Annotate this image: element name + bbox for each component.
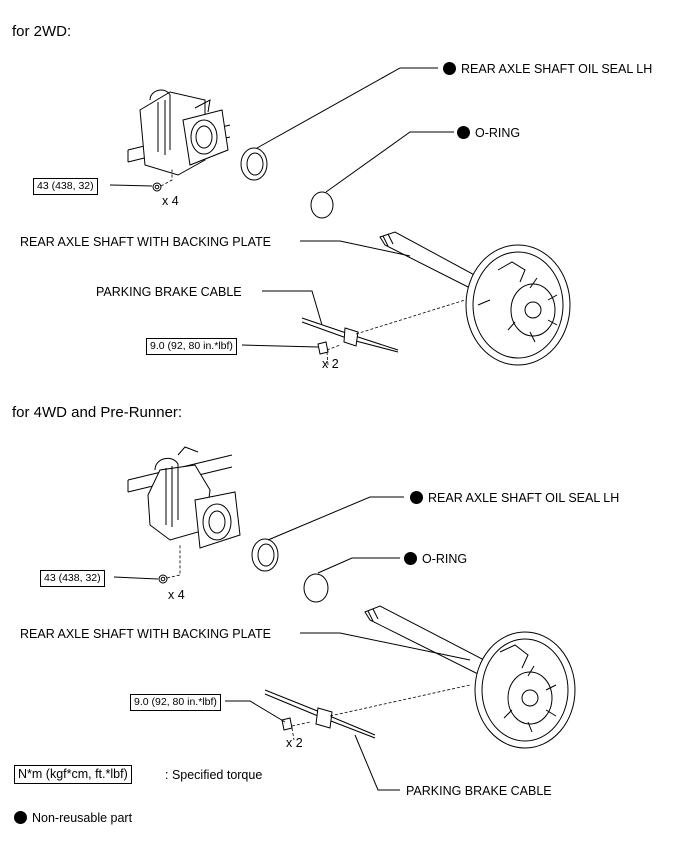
torque-box-housing-2wd: 43 (438, 32) bbox=[33, 178, 98, 195]
axle-housing-4wd bbox=[127, 446, 241, 549]
filled-circle-icon bbox=[14, 811, 27, 824]
filled-circle-icon bbox=[443, 62, 456, 75]
label-oil-seal-2wd: REAR AXLE SHAFT OIL SEAL LH bbox=[443, 62, 652, 76]
label-oring-2wd: O-RING bbox=[457, 126, 520, 140]
torque-box-cable-4wd: 9.0 (92, 80 in.*lbf) bbox=[130, 694, 221, 711]
label-parking-cable-4wd: PARKING BRAKE CABLE bbox=[406, 784, 552, 798]
qty-cable-2wd: x 2 bbox=[322, 357, 339, 371]
filled-circle-icon bbox=[404, 552, 417, 565]
filled-circle-icon bbox=[457, 126, 470, 139]
section-heading-2wd: for 2WD: bbox=[12, 23, 72, 40]
leader-oil-seal-4wd bbox=[267, 496, 404, 541]
leader-torque-housing-4wd bbox=[113, 576, 159, 580]
housing-nut-4wd bbox=[158, 545, 181, 584]
oil-seal-2wd bbox=[240, 147, 268, 181]
filled-circle-icon bbox=[410, 491, 423, 504]
leader-torque-cable-4wd bbox=[225, 700, 286, 723]
label-parking-cable-2wd: PARKING BRAKE CABLE bbox=[96, 285, 242, 299]
leader-cable-4wd bbox=[354, 734, 400, 791]
torque-box-cable-2wd: 9.0 (92, 80 in.*lbf) bbox=[146, 338, 237, 355]
leader-oring-2wd bbox=[325, 131, 454, 193]
leader-torque-cable-2wd bbox=[241, 344, 319, 348]
leader-cable-2wd bbox=[262, 290, 323, 326]
label-axle-shaft-4wd: REAR AXLE SHAFT WITH BACKING PLATE bbox=[20, 627, 271, 641]
leader-oring-4wd bbox=[317, 557, 400, 574]
leader-oil-seal-2wd bbox=[256, 67, 438, 149]
leader-axle-2wd bbox=[300, 240, 411, 257]
leader-torque-housing-2wd bbox=[109, 184, 153, 187]
parking-brake-cable-4wd bbox=[264, 684, 471, 741]
label-axle-shaft-2wd: REAR AXLE SHAFT WITH BACKING PLATE bbox=[20, 235, 271, 249]
axle-shaft-2wd bbox=[379, 231, 571, 366]
label-oring-4wd: O-RING bbox=[404, 552, 467, 566]
axle-housing-2wd bbox=[127, 89, 231, 176]
qty-housing-2wd: x 4 bbox=[162, 194, 179, 208]
legend-torque-unit-box: N*m (kgf*cm, ft.*lbf) bbox=[14, 765, 132, 784]
legend-torque-desc: : Specified torque bbox=[165, 768, 263, 782]
qty-cable-4wd: x 2 bbox=[286, 736, 303, 750]
legend-nonreusable: Non-reusable part bbox=[14, 811, 132, 825]
section-heading-4wd: for 4WD and Pre-Runner: bbox=[12, 404, 183, 421]
o-ring-4wd bbox=[303, 573, 329, 603]
leader-axle-4wd bbox=[300, 632, 471, 661]
label-oil-seal-4wd: REAR AXLE SHAFT OIL SEAL LH bbox=[410, 491, 619, 505]
torque-box-housing-4wd: 43 (438, 32) bbox=[40, 570, 105, 587]
qty-housing-4wd: x 4 bbox=[168, 588, 185, 602]
oil-seal-4wd bbox=[251, 538, 279, 572]
axle-shaft-4wd bbox=[364, 605, 576, 749]
parking-brake-cable-2wd bbox=[301, 299, 466, 366]
o-ring-2wd bbox=[310, 191, 334, 219]
housing-nut-2wd bbox=[152, 168, 173, 192]
